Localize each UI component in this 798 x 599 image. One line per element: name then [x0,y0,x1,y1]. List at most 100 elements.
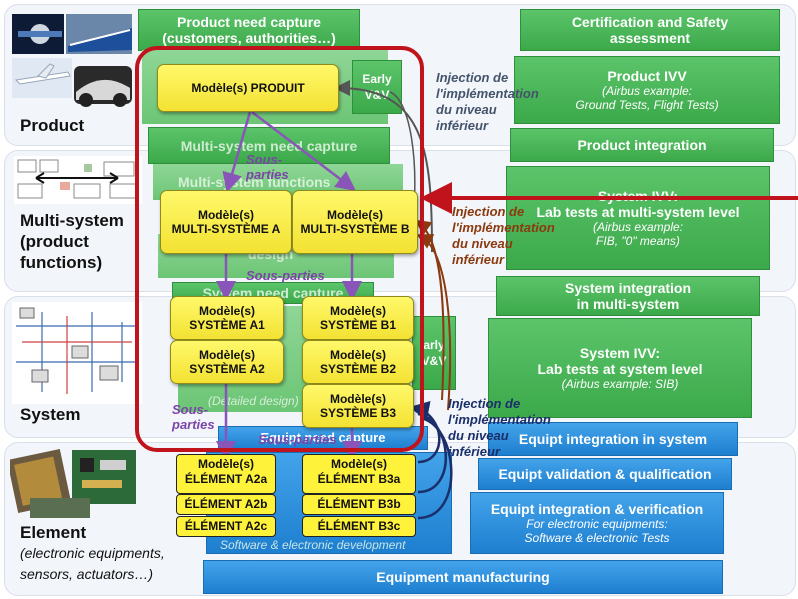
equipt-int-verif-sub2: Software & electronic Tests [524,531,670,545]
injection-note-system: Injection de l'implémentation du niveau … [448,396,551,460]
product-integration-label: Product integration [577,137,707,153]
model-multisysteme-a[interactable]: Modèle(s) MULTI-SYSTÈME A [160,190,292,254]
level-label-system: System [20,405,81,424]
injection-multisystem-line1: Injection de [452,204,525,219]
level-label-multisystem-line3: functions) [20,253,103,272]
system-integration-line1: System integration [564,280,692,296]
equipt-integration-system-box: Equipt integration in system [488,422,738,456]
injection-product-line1: Injection de [436,70,509,85]
product-images [12,14,132,107]
model-msb-line1: Modèle(s) [326,208,383,222]
injection-product-line4: inférieur [436,118,489,133]
model-systeme-b1[interactable]: Modèle(s) SYSTÈME B1 [302,296,414,340]
injection-note-multisystem: Injection de l'implémentation du niveau … [452,204,555,268]
model-systeme-a1[interactable]: Modèle(s) SYSTÈME A1 [170,296,284,340]
arrow-injection-system-3 [417,416,453,520]
equipt-integration-system-label: Equipt integration in system [518,431,708,447]
product-ivv-box: Product IVV (Airbus example: Ground Test… [514,56,780,124]
sous-parties-label-4: Sous-parties [258,432,337,447]
system-lab-label: Lab tests at system level [537,361,703,377]
model-b2-line1: Modèle(s) [329,348,386,362]
injection-product-line2: l'implémentation [436,86,539,101]
certification-safety-box: Certification and Safety assessment [520,9,780,51]
arrow-injection-product [334,80,433,253]
product-ivv-title: Product IVV [607,68,687,84]
system-integration-line2: in multi-system [576,296,680,312]
level-label-element: Element (electronic equipments, sensors,… [20,522,165,585]
multi-lab-sub2: FIB, "0" means) [596,234,680,248]
model-element-a2b[interactable]: ÉLÉMENT A2b [176,494,276,515]
injection-product-line3: du niveau [436,102,497,117]
equipment-manufacturing-box: Equipment manufacturing [203,560,723,594]
element-images [10,448,136,518]
sous-parties-label-2: Sous-parties [246,268,325,283]
certification-line1: Certification and Safety [571,14,729,30]
product-need-capture-box: Product need capture (customers, authori… [138,9,360,51]
level-label-multisystem: Multi-system (product functions) [20,210,124,273]
level-label-element-sub1: (electronic equipments, [20,545,165,561]
multi-functions-label: Multi-system functions [178,174,331,190]
injection-multisystem-line3: du niveau [452,236,513,251]
model-a1-line1: Modèle(s) [198,304,255,318]
system-ivv-box: System IVV: Lab tests at system level (A… [488,318,752,418]
arrow-produit-to-msb [251,111,356,192]
level-label-multisystem-line1: Multi-system [20,211,124,230]
model-b1-line2: SYSTÈME B1 [319,318,397,332]
model-element-a2c[interactable]: ÉLÉMENT A2c [176,516,276,537]
multi-need-capture-label: Multi-system need capture [180,137,358,154]
model-element-a2a[interactable]: Modèle(s) ÉLÉMENT A2a [176,454,276,494]
model-systeme-b3[interactable]: Modèle(s) SYSTÈME B3 [302,384,414,428]
model-multisysteme-b[interactable]: Modèle(s) MULTI-SYSTÈME B [292,190,418,254]
model-b3a-line2: ÉLÉMENT B3a [317,472,401,486]
model-systeme-a2[interactable]: Modèle(s) SYSTÈME A2 [170,340,284,384]
product-need-capture-line1: Product need capture [177,14,321,30]
level-label-element-title: Element [20,523,87,542]
early-vv-product-box: Early V&V [352,60,402,114]
arrow-injection-multisystem-1 [414,219,445,401]
system-detailed-design-label: (Detailed design) [208,394,299,408]
model-systeme-b2[interactable]: Modèle(s) SYSTÈME B2 [302,340,414,384]
equipt-int-verif-sub1: For electronic equipments: [526,517,668,531]
arrow-injection-system-2 [417,412,448,494]
injection-system-line4: inférieur [448,444,501,459]
model-msa-line1: Modèle(s) [197,208,254,222]
model-produit[interactable]: Modèle(s) PRODUIT [157,64,339,112]
model-element-b3c[interactable]: ÉLÉMENT B3c [302,516,416,537]
equipt-need-capture-box: Equipt need capture [218,426,428,450]
model-b2-line2: SYSTÈME B2 [319,362,397,376]
model-element-b3b[interactable]: ÉLÉMENT B3b [302,494,416,515]
model-a2a-line2: ÉLÉMENT A2a [184,472,268,486]
model-b3a-line1: Modèle(s) [330,457,387,471]
early-vv2-line2: V&V [421,354,447,368]
injection-system-line3: du niveau [448,428,509,443]
equipt-integration-verification-box: Equipt integration & verification For el… [470,492,724,554]
system-ivv-title: System IVV: [579,345,661,361]
certification-line2: assessment [609,30,691,46]
model-a1-line2: SYSTÈME A1 [189,318,265,332]
model-msa-line2: MULTI-SYSTÈME A [171,222,281,236]
product-ivv-sub1: (Airbus example: [601,84,693,98]
early-vv2-line1: arly [423,338,445,352]
system-integration-box: System integration in multi-system [496,276,760,316]
model-frame-highlight [135,46,424,452]
injection-note-product: Injection de l'implémentation du niveau … [436,70,539,134]
model-produit-label: Modèle(s) PRODUIT [191,81,305,95]
injection-system-line1: Injection de [448,396,521,411]
level-label-multisystem-line2: (product [20,232,89,251]
multi-need-capture-box: Multi-system need capture [148,127,390,164]
model-element-b3a[interactable]: Modèle(s) ÉLÉMENT B3a [302,454,416,494]
system-lab-sub: (Airbus example: SIB) [561,377,679,391]
early-vv-line1: Early [362,72,392,86]
model-b3-line1: Modèle(s) [329,392,386,406]
sous-parties-1-line1: Sous- [246,152,283,167]
product-integration-box: Product integration [510,128,774,162]
model-b1-line1: Modèle(s) [329,304,386,318]
arrow-produit-to-msa [222,111,252,193]
system-schematic [12,302,142,404]
equipt-validation-label: Equipt validation & qualification [498,466,712,482]
sous-parties-3-line2: parties [172,417,215,432]
level-label-product: Product [20,116,85,135]
model-msb-line2: MULTI-SYSTÈME B [300,222,410,236]
model-b3-line2: SYSTÈME B3 [319,406,397,420]
